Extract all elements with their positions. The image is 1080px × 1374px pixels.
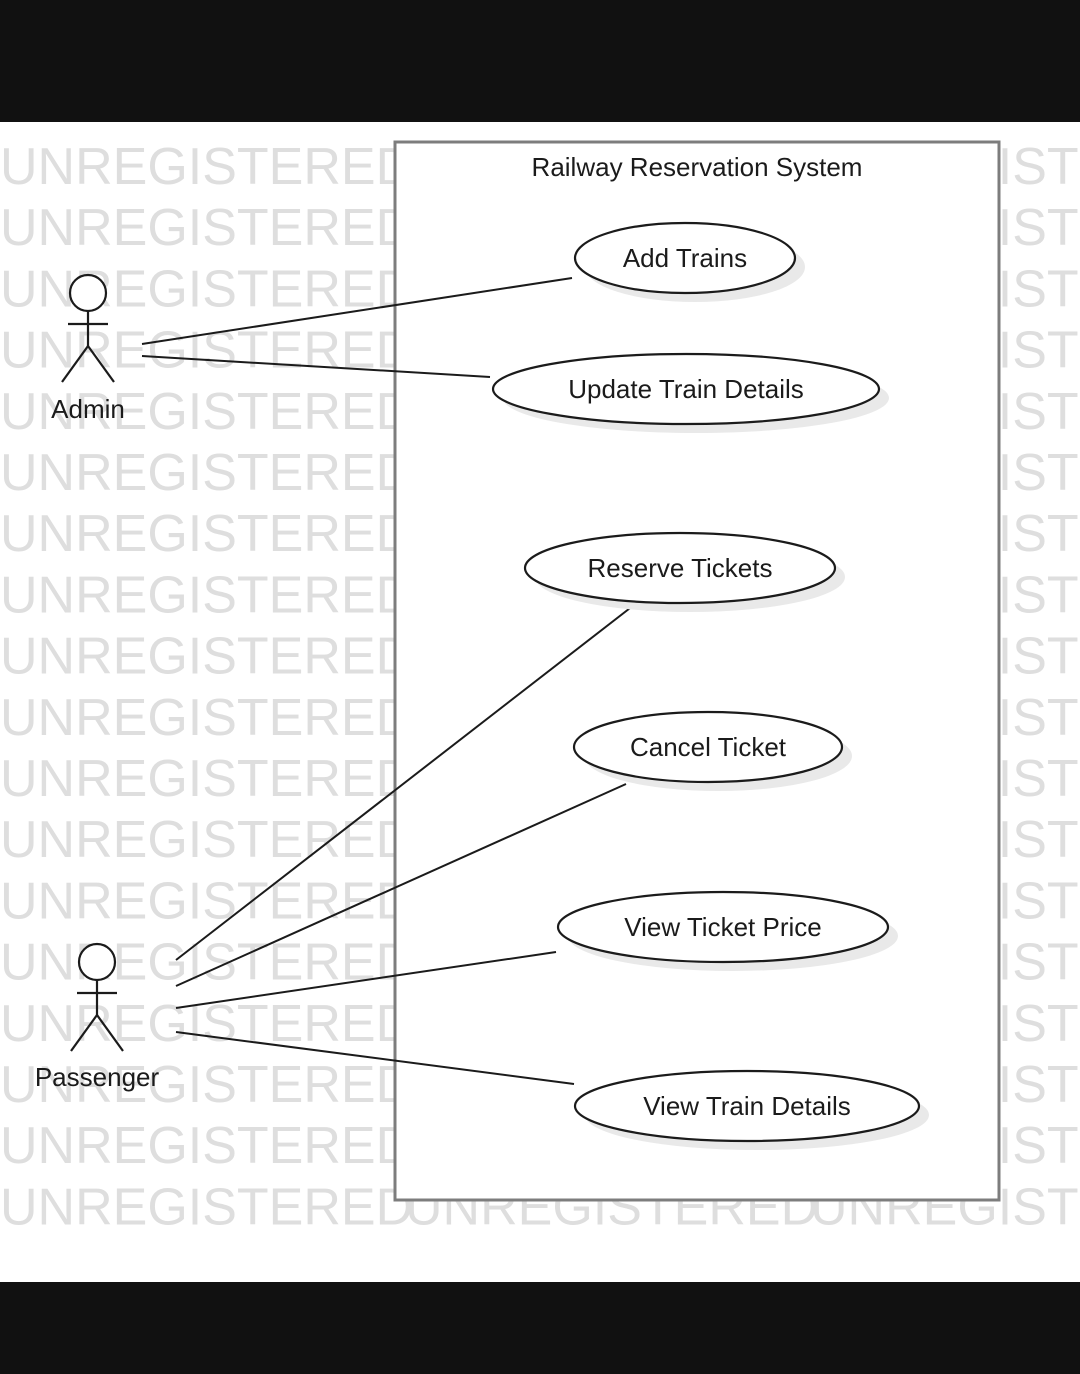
use-case-reserve-tickets: Reserve Tickets [523, 531, 845, 612]
association-passenger-cancel-ticket [175, 783, 627, 987]
use-case-label: View Ticket Price [624, 912, 821, 942]
use-case-add-trains: Add Trains [573, 221, 805, 302]
use-case-ellipse [556, 890, 890, 964]
watermark-text: UNREGISTERED [0, 934, 413, 992]
use-case-ellipse [573, 221, 797, 295]
actor-admin: Admin [51, 273, 125, 424]
actor-passenger: Passenger [35, 942, 160, 1092]
association-passenger-view-train-details [175, 1031, 575, 1085]
association-admin-add-trains [141, 277, 573, 345]
actor-label: Admin [51, 394, 125, 424]
association-passenger-view-ticket-price [175, 951, 557, 1009]
use-case-cancel-ticket: Cancel Ticket [572, 710, 852, 791]
actor-left-leg [70, 1014, 98, 1052]
actor-right-leg [87, 345, 115, 383]
watermark-text: UNREGISTERED [0, 872, 413, 930]
watermark-text: UNREGISTERED [0, 444, 413, 502]
actor-head-icon [77, 942, 117, 982]
watermark-text: UNREGISTERED [0, 138, 413, 196]
use-case-label: Add Trains [623, 243, 747, 273]
use-case-label: Reserve Tickets [588, 553, 773, 583]
system-title: Railway Reservation System [532, 152, 863, 182]
system-boundary [393, 140, 1001, 1202]
use-case-update-train-details: Update Train Details [491, 352, 889, 433]
associations [141, 277, 635, 1085]
watermark-text: UNREGISTERED [0, 1056, 413, 1114]
watermark-text: UNREGISTERED [0, 199, 413, 257]
use-case-label: View Train Details [643, 1091, 851, 1121]
watermark-text: UNREGISTERED [0, 322, 413, 380]
association-admin-update-train-details [141, 355, 491, 378]
association-passenger-reserve-tickets [175, 604, 635, 961]
use-case-ellipse [573, 1069, 921, 1143]
use-case-ellipse [523, 531, 837, 605]
watermark-text: UNREGISTERED [0, 811, 413, 869]
actor-head-icon [68, 273, 108, 313]
watermark-text: UNREGISTERED [0, 505, 413, 563]
use-case-diagram: UNREGISTEREDUNREGISTEREDUNREGISTEREDUNRE… [0, 138, 1080, 1236]
actor-label: Passenger [35, 1062, 160, 1092]
actor-left-leg [61, 345, 89, 383]
watermark-text: UNREGISTERED [0, 628, 413, 686]
watermark-text: UNREGISTERED [0, 689, 413, 747]
top-black-band [0, 0, 1080, 122]
watermark-text: UNREGISTERED [0, 1178, 413, 1236]
use-case-ellipse [572, 710, 844, 784]
use-case-ellipse [491, 352, 881, 426]
actor-right-leg [96, 1014, 124, 1052]
use-case-label: Cancel Ticket [630, 732, 787, 762]
watermark-text: UNREGISTERED [0, 566, 413, 624]
watermark-text: UNREGISTERED [0, 260, 413, 318]
use-case-view-train-details: View Train Details [573, 1069, 929, 1150]
watermark-text: UNREGISTERED [0, 383, 413, 441]
watermark-text: UNREGISTERED [0, 750, 413, 808]
use-case-view-ticket-price: View Ticket Price [556, 890, 898, 971]
use-case-label: Update Train Details [568, 374, 804, 404]
watermark-text: UNREGISTERED [0, 1117, 413, 1175]
bottom-black-band [0, 1282, 1080, 1374]
